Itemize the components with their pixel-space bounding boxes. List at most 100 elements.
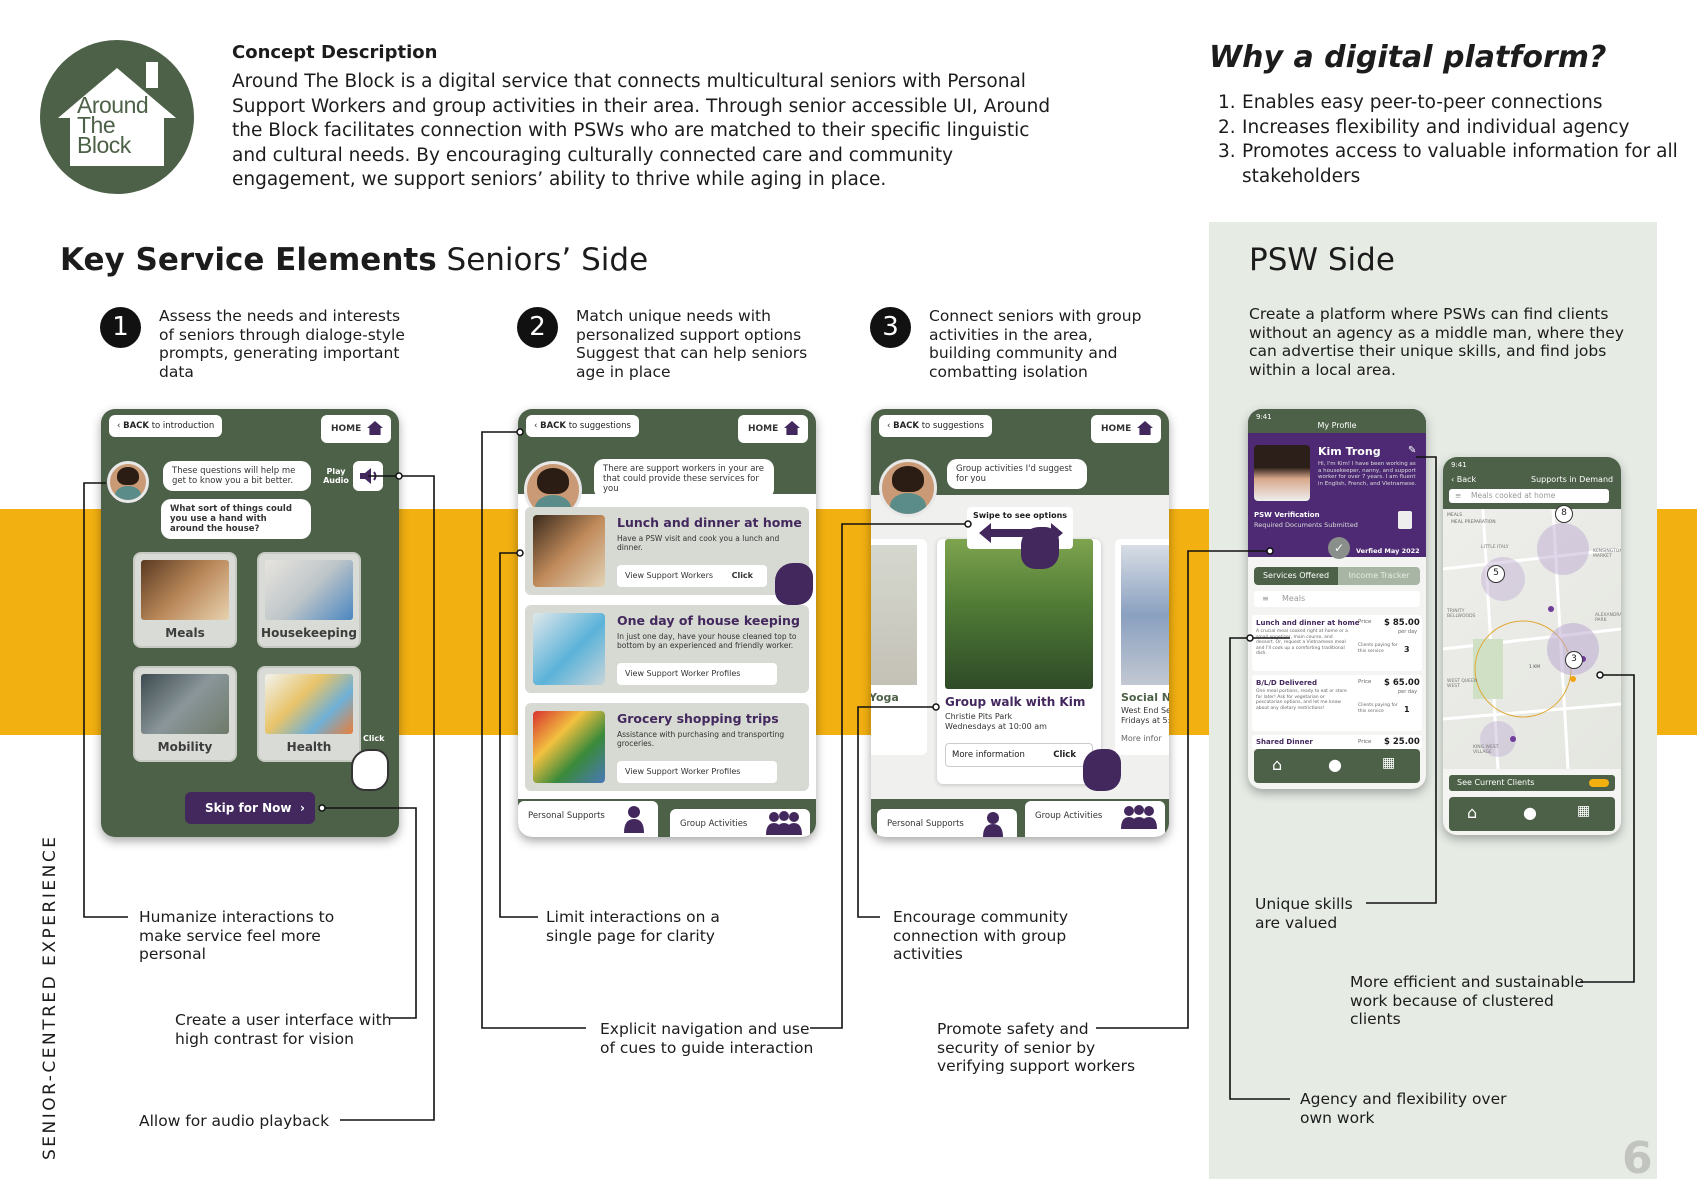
annotation-audio: Allow for audio playback [139, 1112, 330, 1130]
key-service-elements-title: Key Service Elements Seniors’ Side [60, 242, 648, 278]
service-card[interactable]: One day of house keeping In just one day… [525, 605, 809, 693]
pointer-hand-icon [351, 749, 389, 791]
activity-card-main[interactable]: Group walk with Kim Christie Pits Park W… [937, 539, 1101, 784]
service-row[interactable]: Shared Dinner Price $ 25.00 [1252, 735, 1422, 749]
phone-needs-assessment: ‹ BACK to introduction HOME These questi… [101, 409, 399, 837]
person-icon[interactable]: ● [1328, 755, 1342, 774]
service-row[interactable]: Lunch and dinner at home A crucial meal … [1252, 615, 1422, 671]
calendar-icon[interactable]: ▦ [1577, 803, 1591, 819]
tab-income-tracker[interactable]: Income Tracker [1338, 567, 1420, 585]
tab-group-activities[interactable]: Group Activities [670, 809, 810, 837]
tile-label: Health [286, 740, 332, 754]
status-bar [1248, 409, 1426, 433]
verification-title: PSW Verification [1254, 511, 1320, 519]
service-row[interactable]: B/L/D Delivered One meal portions, ready… [1252, 675, 1422, 731]
card-title: Social N [1121, 691, 1169, 704]
service-card[interactable]: Grocery shopping trips Assistance with p… [525, 703, 809, 791]
view-profiles-button[interactable]: View Support Worker Profiles [617, 761, 777, 783]
home-button[interactable]: HOME [321, 415, 391, 443]
back-button[interactable]: ‹ Back [1451, 475, 1477, 484]
home-label: HOME [748, 424, 779, 434]
annotation-high-contrast: Create a user interface with high contra… [175, 1011, 392, 1048]
card-image [533, 515, 605, 587]
why-item: 1.Enables easy peer-to-peer connections [1218, 91, 1678, 116]
skip-for-now-button[interactable]: Skip for Now › [185, 792, 315, 824]
back-button[interactable]: ‹ BACK to suggestions [879, 415, 992, 437]
tab-label: Group Activities [680, 819, 748, 829]
question-bubble: What sort of things could you use a hand… [161, 499, 311, 539]
annotation-efficient-work: More efficient and sustainable work beca… [1350, 973, 1585, 1028]
logo-line-2: The [77, 112, 116, 138]
verified-badge-icon: ✓ [1328, 537, 1350, 559]
map-label: MEAL PREPARATION [1451, 520, 1496, 525]
card-description: In just one day, have your house cleaned… [617, 632, 797, 650]
logo-line-3: Block [77, 132, 131, 158]
see-current-clients-toggle[interactable]: See Current Clients [1449, 775, 1615, 791]
why-num: 2. [1218, 116, 1236, 138]
why-num: 3. [1218, 141, 1236, 162]
card-image [871, 545, 917, 685]
back-button[interactable]: ‹ BACK to introduction [109, 415, 223, 437]
service-title: B/L/D Delivered [1256, 679, 1318, 687]
cluster-marker[interactable]: 5 [1487, 565, 1505, 583]
tab-group-activities[interactable]: Group Activities [1025, 801, 1165, 837]
home-icon[interactable]: ⌂ [1272, 755, 1283, 774]
why-list: 1.Enables easy peer-to-peer connections … [1218, 91, 1678, 189]
search-field[interactable]: ≡Meals cooked at home [1449, 489, 1609, 503]
back-button[interactable]: ‹ BACK to suggestions [526, 415, 639, 437]
home-button[interactable]: HOME [1091, 415, 1161, 443]
card-location: West End Se [1121, 706, 1169, 715]
tile-housekeeping[interactable]: Housekeeping [257, 552, 361, 648]
cluster-marker[interactable]: 3 [1565, 651, 1583, 669]
annotation-community: Encourage community connection with grou… [893, 908, 1069, 963]
bottom-nav: ⌂ ● ▦ [1449, 797, 1615, 831]
back-bold: BACK [540, 421, 566, 431]
activity-card-left[interactable]: Yoga [871, 539, 927, 755]
suggestion-bubble: There are support workers in your are th… [594, 459, 774, 499]
annotation-unique-skills: Unique skills are valued [1255, 895, 1353, 932]
tab-services-offered[interactable]: Services Offered [1254, 567, 1338, 585]
click-hint: Click [1053, 750, 1076, 760]
tab-personal-supports[interactable]: Personal Supports [518, 801, 658, 837]
tile-meals[interactable]: Meals [133, 552, 237, 648]
price-label: Price [1358, 739, 1372, 745]
pointer-hand-icon [1083, 749, 1121, 791]
home-icon [784, 421, 800, 435]
verification-subtitle: Required Documents Submitted [1254, 521, 1358, 529]
home-button[interactable]: HOME [738, 415, 808, 443]
cluster-marker[interactable]: 8 [1555, 505, 1573, 523]
view-profiles-button[interactable]: View Support Worker Profiles [617, 663, 777, 685]
clients-count: 1 [1404, 705, 1410, 714]
calendar-icon[interactable]: ▦ [1382, 755, 1396, 771]
service-card[interactable]: Lunch and dinner at home Have a PSW visi… [525, 507, 813, 605]
activity-card-right[interactable]: Social N West End Se Fridays at 5: More … [1115, 539, 1169, 755]
map-label: KING WEST VILLAGE [1473, 745, 1499, 755]
card-title: Group walk with Kim [945, 695, 1086, 709]
psw-side-title: PSW Side [1249, 242, 1395, 278]
housekeeping-image [265, 560, 353, 620]
tile-mobility[interactable]: Mobility [133, 666, 237, 762]
search-value: Meals cooked at home [1471, 491, 1556, 500]
verified-date: Verfied May 2022 [1356, 547, 1420, 555]
tab-label: Personal Supports [528, 811, 605, 821]
step-text: Connect seniors with group activities in… [929, 307, 1142, 381]
filter-field[interactable]: ≡Meals [1254, 591, 1420, 607]
tab-personal-supports[interactable]: Personal Supports [877, 809, 1017, 837]
around-the-block-logo: Around The Block [40, 40, 194, 194]
status-time: 9:41 [1451, 461, 1467, 469]
profile-photo [1254, 445, 1310, 501]
edit-icon[interactable]: ✎ [1408, 445, 1417, 456]
tile-health[interactable]: Health [257, 666, 361, 762]
more-info-button[interactable]: More infor [1121, 734, 1162, 743]
back-bold: BACK [123, 421, 149, 431]
annotation-agency: Agency and flexibility over own work [1300, 1090, 1507, 1127]
filter-icon: ≡ [1262, 594, 1269, 603]
concept-title: Concept Description [232, 42, 438, 63]
home-icon[interactable]: ⌂ [1467, 803, 1478, 822]
map-area[interactable]: MEALS MEAL PREPARATION LITTLE ITALY KENS… [1443, 505, 1621, 770]
person-icon[interactable]: ● [1523, 803, 1537, 822]
back-rest: to introduction [149, 421, 215, 431]
annotation-single-page: Limit interactions on a single page for … [546, 908, 720, 945]
